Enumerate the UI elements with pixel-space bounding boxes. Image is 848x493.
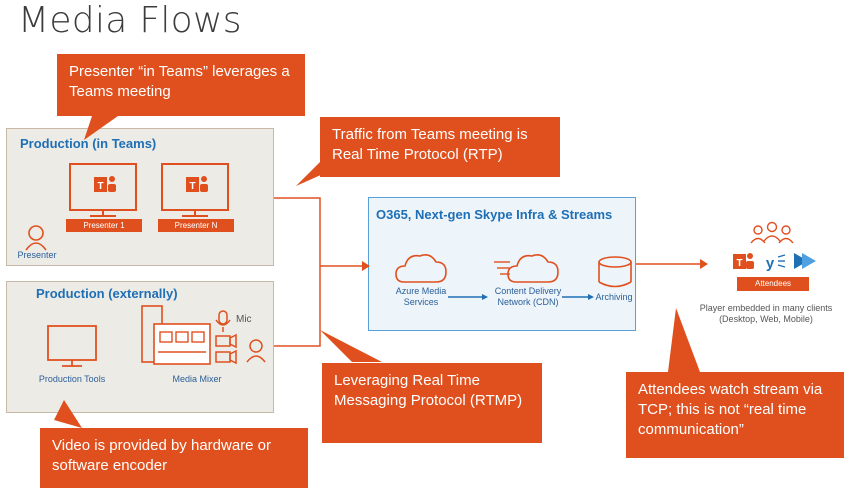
production-in-teams-title: Production (in Teams) [20,136,157,151]
stream-logo-icon [794,253,816,269]
camera-icon [215,333,237,365]
production-externally-title: Production (externally) [36,286,178,301]
clients-caption: (Desktop, Web, Mobile) [719,314,813,324]
svg-text:y: y [766,255,775,272]
svg-text:T: T [736,258,742,269]
callout-text: Video is provided by hardware or softwar… [52,437,272,474]
o365-panel [368,197,636,331]
arrow-into-o365 [362,261,370,271]
arrow-to-attendees [700,259,708,269]
callout-encoder: Video is provided by hardware or softwar… [40,428,308,488]
production-externally-panel [6,281,274,413]
connector-lines [274,197,700,347]
cdn-cloud-icon [494,254,559,283]
callout-text: Presenter “in Teams” leverages a Teams m… [69,63,290,100]
callout-rtmp: Leveraging Real Time Messaging Protocol … [322,363,542,443]
attendees-caption: Player embedded in many clients (Desktop… [684,303,848,325]
production-in-teams-panel [6,128,274,266]
attendees-label: Attendees [737,277,809,291]
yammer-logo-icon: y [766,254,786,272]
presenter-label: Presenter [17,250,57,260]
media-mixer-label: Media Mixer [172,374,222,384]
o365-title: O365, Next-gen Skype Infra & Streams [376,207,613,222]
archiving-database-icon [598,256,632,288]
mic-icon [215,310,231,332]
callout-text: Attendees watch stream via TCP; this is … [638,381,823,438]
svg-text:T: T [189,181,195,192]
archiving-label: Archiving [595,292,633,302]
callout-tail-presenter [84,116,118,140]
player-caption: Player embedded in many clients [699,303,833,313]
callout-text: Traffic from Teams meeting is Real Time … [332,126,528,163]
azure-media-services-cloud-icon [395,254,447,283]
presenter1-label: Presenter 1 [66,219,142,232]
monitor-presenterN-icon: T [161,163,229,217]
arrow-ams-to-cdn [482,294,488,300]
monitor-presenter1-icon: T [69,163,137,217]
arrow-cdn-to-archiving [588,294,594,300]
operator-person-icon [246,339,266,363]
media-mixer-icon [141,305,211,365]
callout-tail-encoder [54,400,82,428]
callout-tail-rtmp [320,330,382,362]
callout-tail-attendees [668,308,700,372]
production-tools-label: Production Tools [38,374,106,384]
presenter-person-icon [25,225,47,251]
attendees-group-icon [750,221,794,244]
callout-attendees-tcp: Attendees watch stream via TCP; this is … [626,372,844,458]
presenterN-label: Presenter N [158,219,234,232]
callout-presenter-in-teams: Presenter “in Teams” leverages a Teams m… [57,54,305,116]
production-tools-monitor-icon [47,325,97,367]
azure-media-services-label: Azure Media Services [395,286,447,307]
page-title: Media Flows [18,0,242,41]
svg-text:T: T [97,181,103,192]
callout-tail-rtp [296,150,332,186]
teams-logo-icon: T [733,253,754,269]
mic-label: Mic [236,314,252,325]
callout-text: Leveraging Real Time Messaging Protocol … [334,372,523,409]
callout-traffic-rtp: Traffic from Teams meeting is Real Time … [320,117,560,177]
cdn-label: Content Delivery Network (CDN) [494,286,562,307]
